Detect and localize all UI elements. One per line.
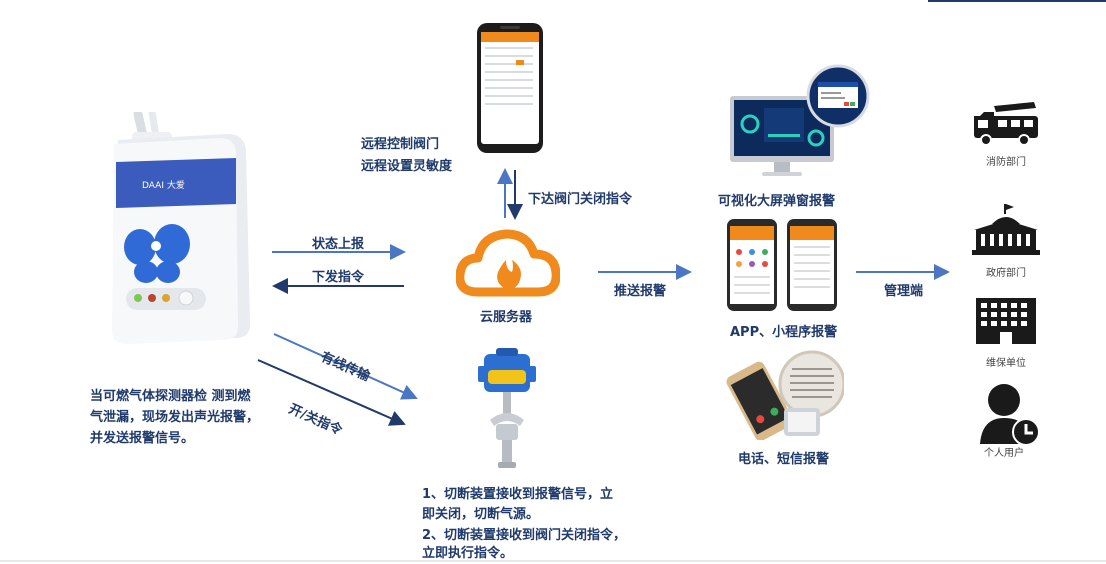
detector-description: 当可燃气体探测器检 测到燃气泄漏，现场发出声光报警，并发送报警信号。	[90, 389, 260, 446]
dept-fire-label: 消防部门	[986, 157, 1026, 168]
shutoff-valve	[476, 346, 538, 472]
valve-desc-line1: 1、切断装置接收到报警信号，立	[422, 487, 614, 502]
label-valve-close: 下达阀门关闭指令	[528, 192, 633, 207]
label-push-alarm: 推送报警	[614, 284, 667, 299]
dept-personal-label: 个人用户	[984, 448, 1024, 459]
detector-brand-text: DAAI 大爱	[142, 179, 185, 191]
cloud-label: 云服务器	[480, 310, 533, 325]
remote-phone	[476, 22, 544, 154]
call-sms-phones	[724, 344, 846, 441]
label-status-up: 状态上报	[312, 237, 365, 252]
alarm-screen-label: 可视化大屏弹窗报警	[718, 194, 836, 209]
phone-remote-line2: 远程设置灵敏度	[361, 159, 453, 174]
valve-desc-line2: 即关闭，切断气源。	[422, 507, 540, 522]
valve-desc-line4: 立即执行指令。	[422, 546, 514, 561]
fire-truck-icon	[972, 100, 1040, 146]
arrow-switch	[257, 359, 406, 426]
dept-maintenance-label: 维保单位	[986, 358, 1026, 369]
label-command-down: 下发指令	[312, 270, 365, 285]
dept-government-label: 政府部门	[986, 268, 1026, 279]
cloud-server-icon	[455, 226, 561, 298]
maintenance-building-icon	[974, 296, 1038, 346]
phone-remote-line1: 远程控制阀门	[361, 137, 440, 152]
bottom-divider	[0, 560, 1106, 562]
government-building-icon	[972, 204, 1040, 256]
valve-desc-line3: 2、切断装置接收到阀门关闭指令，	[422, 528, 627, 543]
alarm-app-label: APP、小程序报警	[730, 325, 838, 340]
label-management: 管理端	[884, 284, 924, 299]
arrow-wired	[273, 333, 418, 400]
top-accent-line	[928, 0, 1106, 2]
visual-screen	[726, 62, 876, 182]
app-phones	[726, 218, 838, 312]
alarm-sms-label: 电话、短信报警	[738, 452, 830, 467]
gas-detector: DAAI 大爱	[100, 108, 260, 347]
personal-user-icon	[978, 382, 1042, 446]
